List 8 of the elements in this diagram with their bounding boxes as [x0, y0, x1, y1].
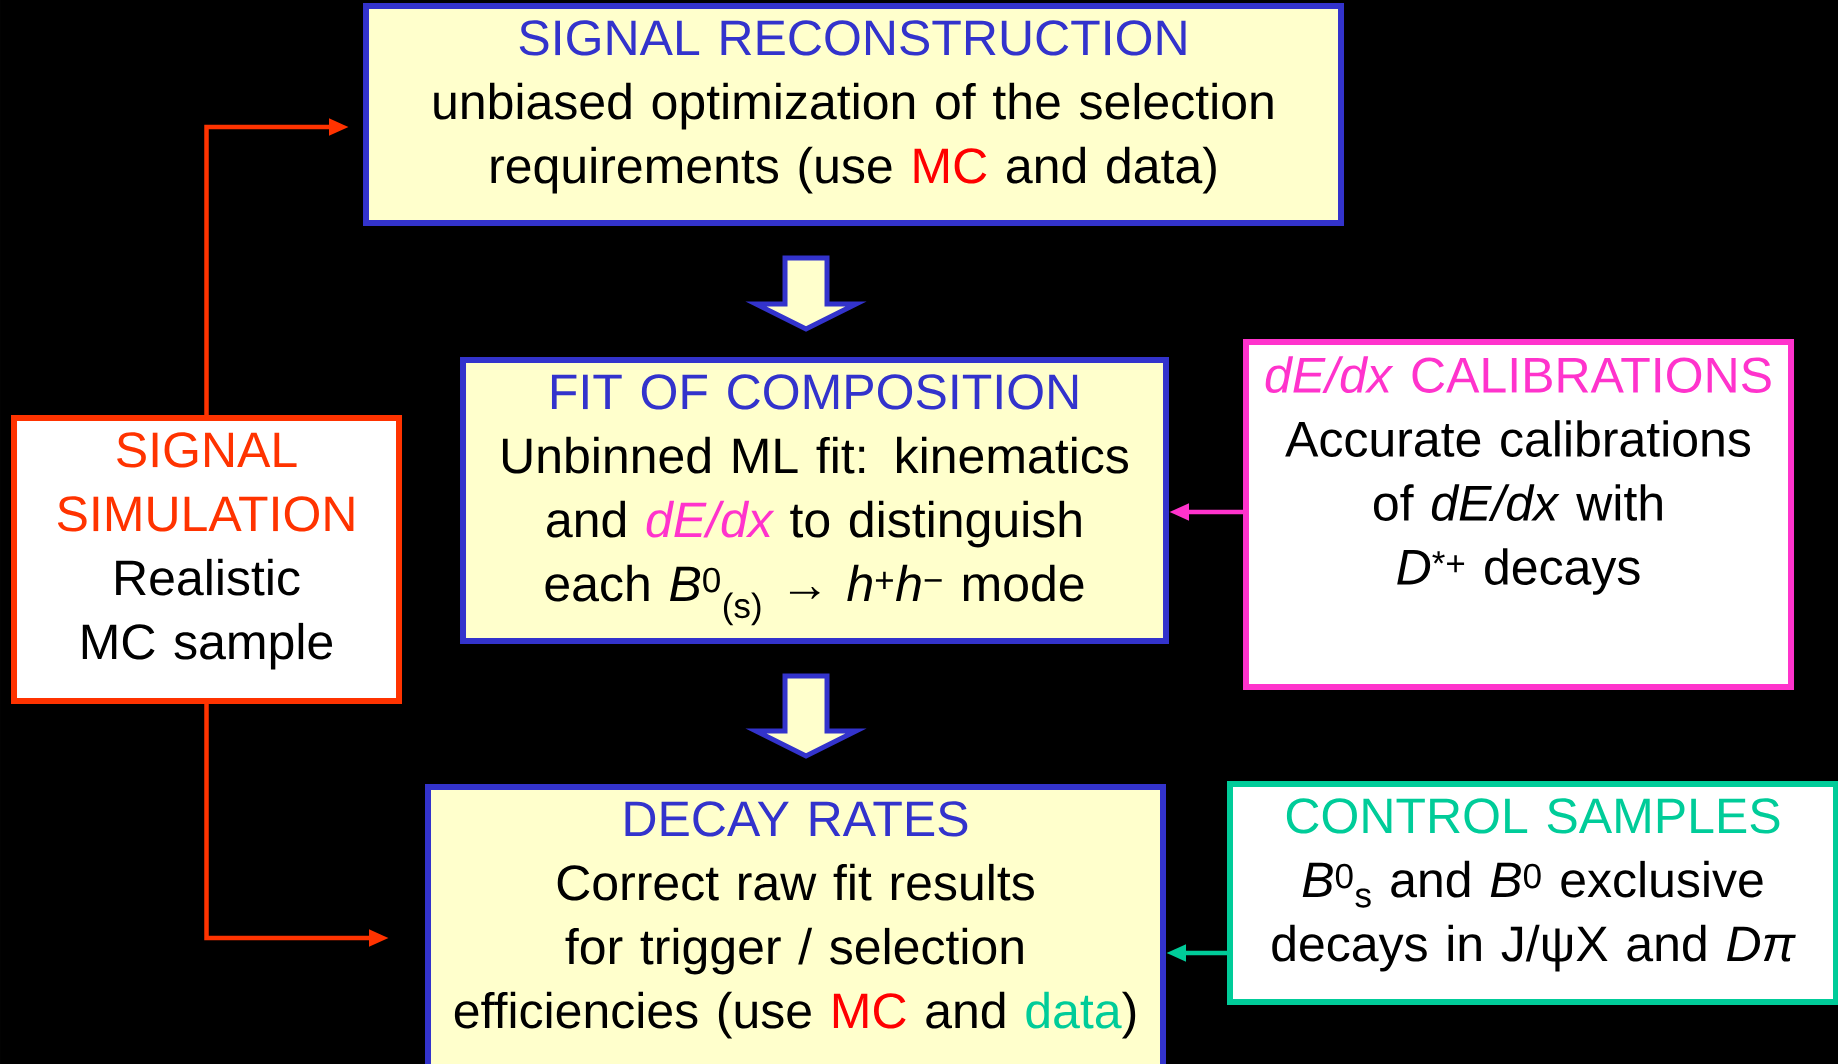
process-box: DECAY RATES Correct raw fit results for trigger / selection efficiencies (use MC and data): [425, 784, 1166, 1064]
input-box: CONTROL SAMPLES B$^{0}$$_{s}$ and B$^{0}$ exclusive decays in J/ψX and Dπ: [1227, 781, 1838, 1005]
block-arrow: [745, 255, 867, 332]
process-box: FIT OF COMPOSITION Unbinned ML fit: kinematics and dE/dx to distinguish each B$^{0}$$_{(s)}$ → h$^{+}$h$^{−}$ mode: [460, 357, 1169, 644]
process-box: SIGNAL RECONSTRUCTION unbiased optimization of the selection requirements (use MC and data): [363, 3, 1344, 226]
input-box: dE/dx CALIBRATIONS Accurate calibrations of dE/dx with D$^{*+}$ decays: [1243, 339, 1794, 690]
input-box: SIGNAL SIMULATION Realistic MC sample: [11, 415, 402, 704]
block-arrow: [745, 673, 867, 759]
